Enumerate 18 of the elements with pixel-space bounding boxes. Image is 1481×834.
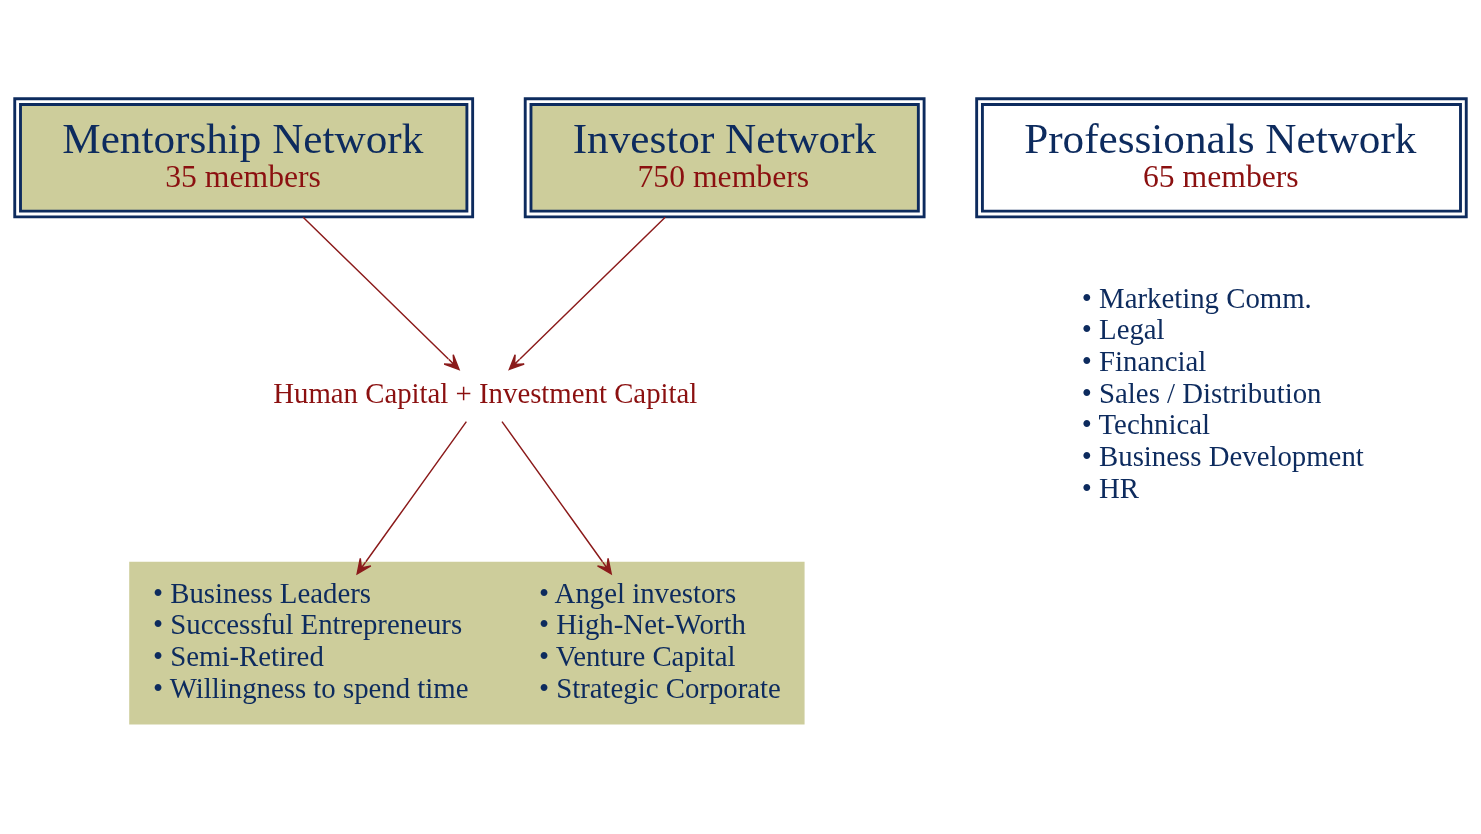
arrow xyxy=(356,420,468,575)
node-text: Human Capital + Investment Capital xyxy=(273,376,698,409)
cluster xyxy=(129,561,805,725)
node-text: • Angel investors • High-Net-Worth • Venture Capital • Strategic Corporate xyxy=(538,576,781,704)
label: • Financial xyxy=(1081,344,1207,377)
node-box: Mentorship Network 35 members xyxy=(13,97,475,219)
node-box: Professionals Network 65 members xyxy=(975,97,1468,219)
arrow xyxy=(508,216,666,371)
arrow xyxy=(501,420,612,575)
arrow xyxy=(302,216,460,371)
label: • Sales / Distribution xyxy=(1081,376,1322,409)
label: • Marketing Comm. xyxy=(1081,281,1312,314)
label: • Technical xyxy=(1081,408,1211,441)
label: • HR xyxy=(1081,471,1140,504)
node-box: Investor Network 750 members xyxy=(523,97,926,219)
label: • Business Development xyxy=(1081,439,1364,472)
label: • Legal xyxy=(1081,313,1165,346)
node-text: • Business Leaders • Successful Entrepreneurs • Semi-Retired • Willingness to spend time xyxy=(152,576,469,704)
